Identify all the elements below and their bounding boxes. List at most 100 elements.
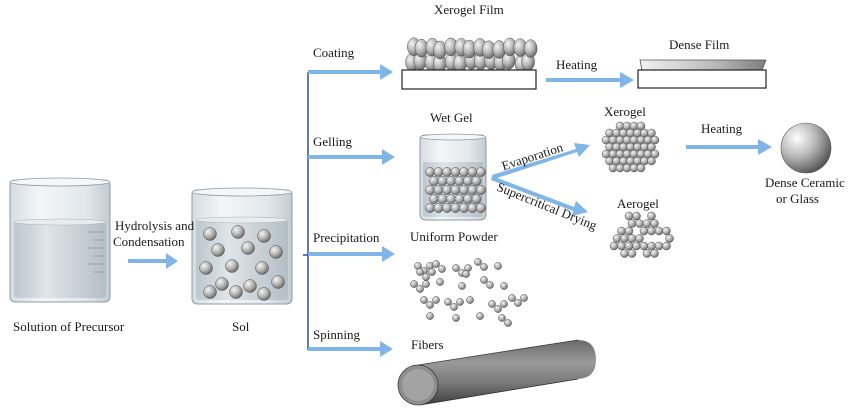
particle	[426, 312, 434, 320]
particle	[425, 185, 435, 195]
label-hydrolysis-1: Hydrolysis and	[115, 218, 195, 233]
xerogel-film	[401, 37, 538, 90]
particle	[422, 273, 430, 281]
particle	[467, 167, 478, 177]
particle	[476, 312, 484, 320]
particle	[215, 277, 229, 291]
label-sol: Sol	[232, 319, 250, 334]
particle	[624, 211, 634, 221]
label-aerogel: Aerogel	[617, 196, 659, 211]
particle	[620, 234, 629, 243]
particle	[480, 263, 488, 271]
particle	[243, 279, 257, 293]
label-spinning: Spinning	[313, 327, 360, 342]
particle	[627, 249, 637, 258]
particle	[476, 167, 486, 177]
label-xerogel-film: Xerogel Film	[434, 2, 504, 17]
label-precipitation: Precipitation	[313, 230, 380, 245]
arrow-precipitation	[308, 246, 395, 262]
xerogel-cluster	[601, 121, 660, 173]
arrow-coating	[308, 64, 393, 80]
particle	[211, 243, 225, 257]
label-hydrolysis-2: Condensation	[113, 234, 185, 249]
particle	[416, 285, 424, 293]
particle	[486, 281, 494, 289]
particle	[428, 268, 436, 276]
dense-ceramic-sphere	[780, 122, 832, 174]
particle	[612, 234, 622, 243]
particle	[229, 285, 243, 299]
particle	[642, 219, 652, 228]
particle	[480, 276, 488, 284]
label-coating: Coating	[313, 45, 355, 60]
particle	[471, 194, 482, 204]
label-heating-film: Heating	[556, 57, 598, 72]
particle	[632, 241, 641, 251]
particle	[632, 211, 641, 221]
particle	[437, 176, 448, 186]
particle	[436, 278, 444, 286]
label-fibers: Fibers	[411, 337, 444, 352]
particle	[442, 185, 452, 195]
particle	[647, 156, 656, 166]
particle	[444, 298, 452, 306]
particle	[504, 319, 512, 327]
beaker-wet-gel	[419, 133, 487, 221]
particle	[199, 261, 213, 275]
particle	[422, 280, 430, 288]
particle	[462, 270, 470, 278]
particle	[488, 300, 496, 308]
particle	[425, 167, 435, 177]
particle	[650, 219, 659, 228]
particle	[650, 149, 660, 159]
particle	[514, 299, 522, 307]
particle	[624, 241, 634, 251]
label-uniform-powder: Uniform Powder	[410, 229, 498, 244]
particle	[624, 226, 634, 236]
particle	[231, 225, 245, 239]
particle	[639, 226, 649, 236]
particle	[459, 203, 469, 213]
particle	[225, 259, 239, 273]
particle	[609, 241, 619, 251]
label-wet-gel: Wet Gel	[430, 110, 473, 125]
particle	[500, 300, 508, 308]
particle	[476, 185, 486, 195]
particle	[241, 241, 255, 255]
particle	[459, 167, 469, 177]
particle	[647, 128, 656, 138]
arrow-evaporation	[492, 143, 590, 179]
particle	[437, 194, 448, 204]
particle	[452, 314, 460, 322]
particle	[429, 194, 439, 204]
particle	[635, 219, 644, 228]
particle	[647, 142, 656, 152]
arrow-supercritical	[491, 176, 588, 216]
arrow-heating-film	[546, 72, 634, 88]
particle	[456, 298, 464, 306]
particle	[627, 219, 637, 228]
particle	[662, 241, 671, 251]
particle	[463, 194, 473, 204]
particle	[450, 203, 461, 213]
particle	[450, 185, 461, 195]
label-dense-film: Dense Film	[669, 37, 730, 52]
particle	[494, 305, 502, 313]
particle	[647, 211, 656, 221]
particle	[654, 241, 664, 251]
particle	[650, 249, 659, 258]
particle	[255, 261, 269, 275]
label-xerogel: Xerogel	[604, 104, 646, 119]
particle	[654, 226, 664, 236]
particle	[410, 280, 418, 288]
particle	[635, 234, 644, 243]
particle	[454, 194, 465, 204]
particle	[433, 203, 444, 213]
particle	[432, 296, 440, 304]
particle	[665, 234, 674, 243]
particle	[620, 249, 629, 258]
particle	[459, 185, 469, 195]
particle	[438, 265, 446, 273]
particle	[662, 226, 671, 236]
particle	[426, 301, 434, 309]
